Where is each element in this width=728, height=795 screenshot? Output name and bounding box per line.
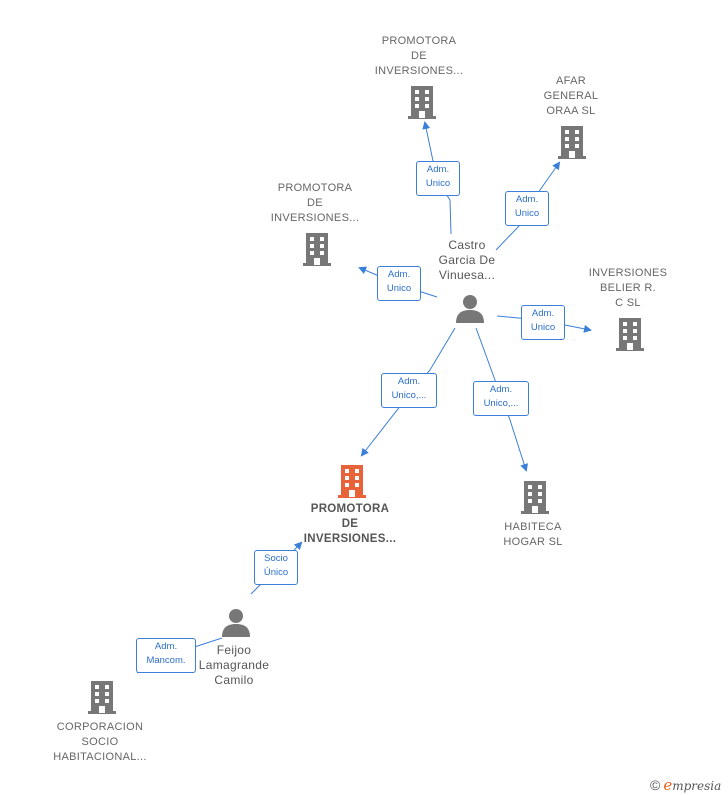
building-icon-habiteca	[521, 481, 549, 514]
copyright-icon: ©	[650, 777, 661, 793]
node-label-center[interactable]: PROMOTORA DE INVERSIONES...	[303, 503, 397, 545]
brand-name: mpresia	[672, 779, 722, 793]
building-icon-promotora-top	[408, 86, 436, 119]
node-label-belier[interactable]: INVERSIONES BELIER R. C SL	[588, 267, 668, 309]
node-label-habiteca[interactable]: HABITECA HOGAR SL	[503, 521, 563, 548]
edge-label-castro-afar[interactable]: Adm. Unico	[505, 191, 549, 226]
person-icon-feijoo	[222, 609, 250, 637]
edge-label-castro-promotora-left[interactable]: Adm. Unico	[377, 266, 421, 301]
node-label-castro[interactable]: Castro Garcia De Vinuesa...	[438, 238, 496, 282]
node-label-feijoo[interactable]: Feijoo Lamagrande Camilo	[198, 643, 270, 687]
edge-label-feijoo-corporacion[interactable]: Adm. Mancom.	[136, 638, 196, 673]
building-icon-promotora-left	[303, 233, 331, 266]
building-icon-center	[338, 465, 366, 498]
edge-label-castro-promotora-top[interactable]: Adm. Unico	[416, 161, 460, 196]
edge-label-feijoo-center[interactable]: Socio Único	[254, 550, 298, 585]
edge-label-castro-habiteca[interactable]: Adm. Unico,...	[473, 381, 529, 416]
person-icon-castro	[456, 295, 484, 323]
node-label-promotora-left[interactable]: PROMOTORA DE INVERSIONES...	[270, 182, 360, 224]
brand-e: e	[663, 776, 673, 794]
building-icon-corporacion	[88, 681, 116, 714]
node-label-afar[interactable]: AFAR GENERAL ORAA SL	[543, 75, 599, 117]
node-label-corporacion[interactable]: CORPORACION SOCIO HABITACIONAL...	[53, 721, 147, 763]
empresia-watermark[interactable]: ©empresia	[650, 776, 721, 794]
building-icon-belier	[616, 318, 644, 351]
edge-label-castro-belier[interactable]: Adm. Unico	[521, 305, 565, 340]
edge-label-castro-center[interactable]: Adm. Unico,...	[381, 373, 437, 408]
building-icon-afar	[558, 126, 586, 159]
node-label-promotora-top[interactable]: PROMOTORA DE INVERSIONES...	[374, 35, 464, 77]
